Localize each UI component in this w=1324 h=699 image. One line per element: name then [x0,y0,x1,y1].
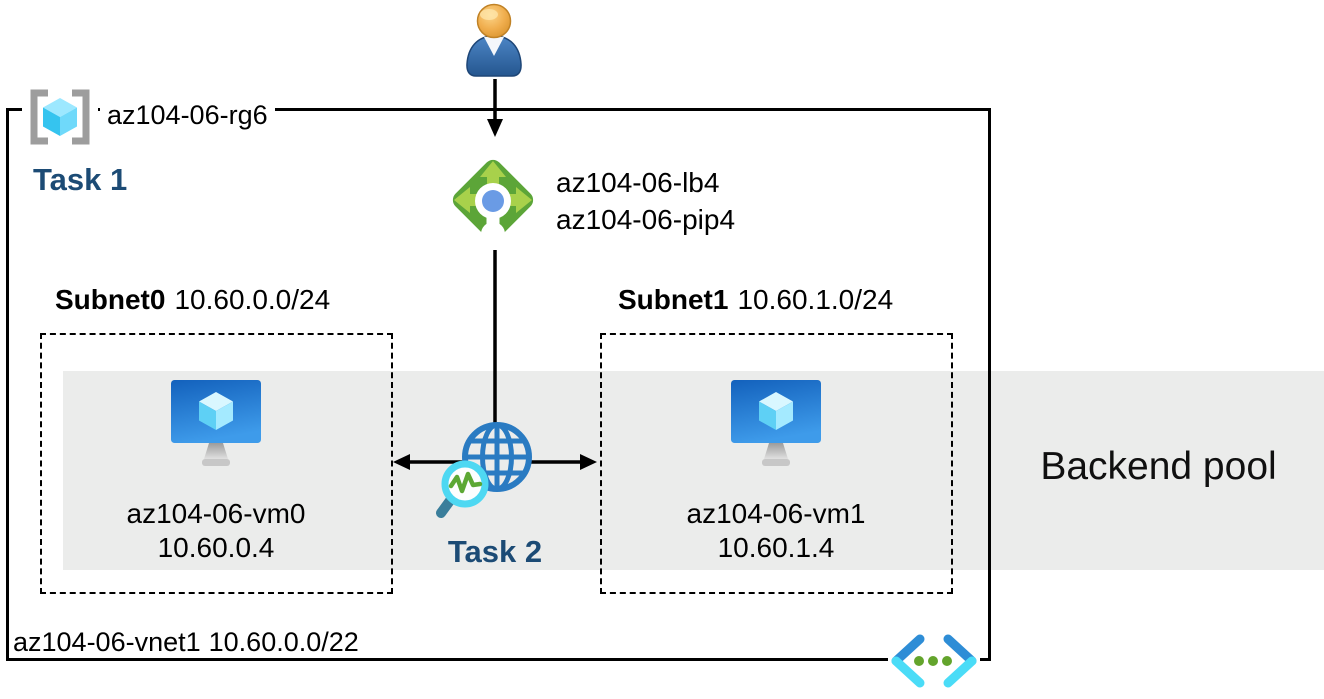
task2-label: Task 2 [447,534,543,569]
user-icon [466,3,522,77]
subnet0-name: Subnet0 [55,284,166,315]
resource-group-name: az104-06-rg6 [100,98,275,132]
vnet-cidr: 10.60.0.0/22 [208,627,359,657]
vm0-label: az104-06-vm0 10.60.0.4 [76,497,356,565]
resource-group-box [6,108,991,661]
subnet0-label: Subnet0 10.60.0.0/24 [55,283,330,316]
subnet1-label: Subnet1 10.60.1.0/24 [618,283,893,316]
load-balancer-icon [452,159,534,246]
network-watcher-icon [436,422,532,518]
backend-pool-label: Backend pool [1040,445,1277,488]
task1-label: Task 1 [33,162,128,197]
vm1-ip: 10.60.1.4 [717,532,835,563]
subnet1-box [600,333,953,594]
load-balancer-labels: az104-06-lb4 az104-06-pip4 [556,164,735,238]
vm1-label: az104-06-vm1 10.60.1.4 [636,497,916,565]
virtual-network-icon [888,632,980,690]
resource-group-icon [22,85,98,149]
subnet0-cidr: 10.60.0.0/24 [174,284,331,315]
vnet-name: az104-06-vnet1 [13,627,201,657]
subnet1-cidr: 10.60.1.0/24 [737,284,894,315]
subnet0-box [40,333,393,594]
vm0-name: az104-06-vm0 [126,498,306,529]
public-ip-name: az104-06-pip4 [556,204,736,235]
vm0-ip: 10.60.0.4 [157,532,275,563]
load-balancer-name: az104-06-lb4 [556,167,720,198]
backend-pool-band [63,371,1324,570]
vm1-name: az104-06-vm1 [686,498,866,529]
virtual-machine-icon [731,380,821,466]
virtual-machine-icon [171,380,261,466]
subnet1-name: Subnet1 [618,284,729,315]
